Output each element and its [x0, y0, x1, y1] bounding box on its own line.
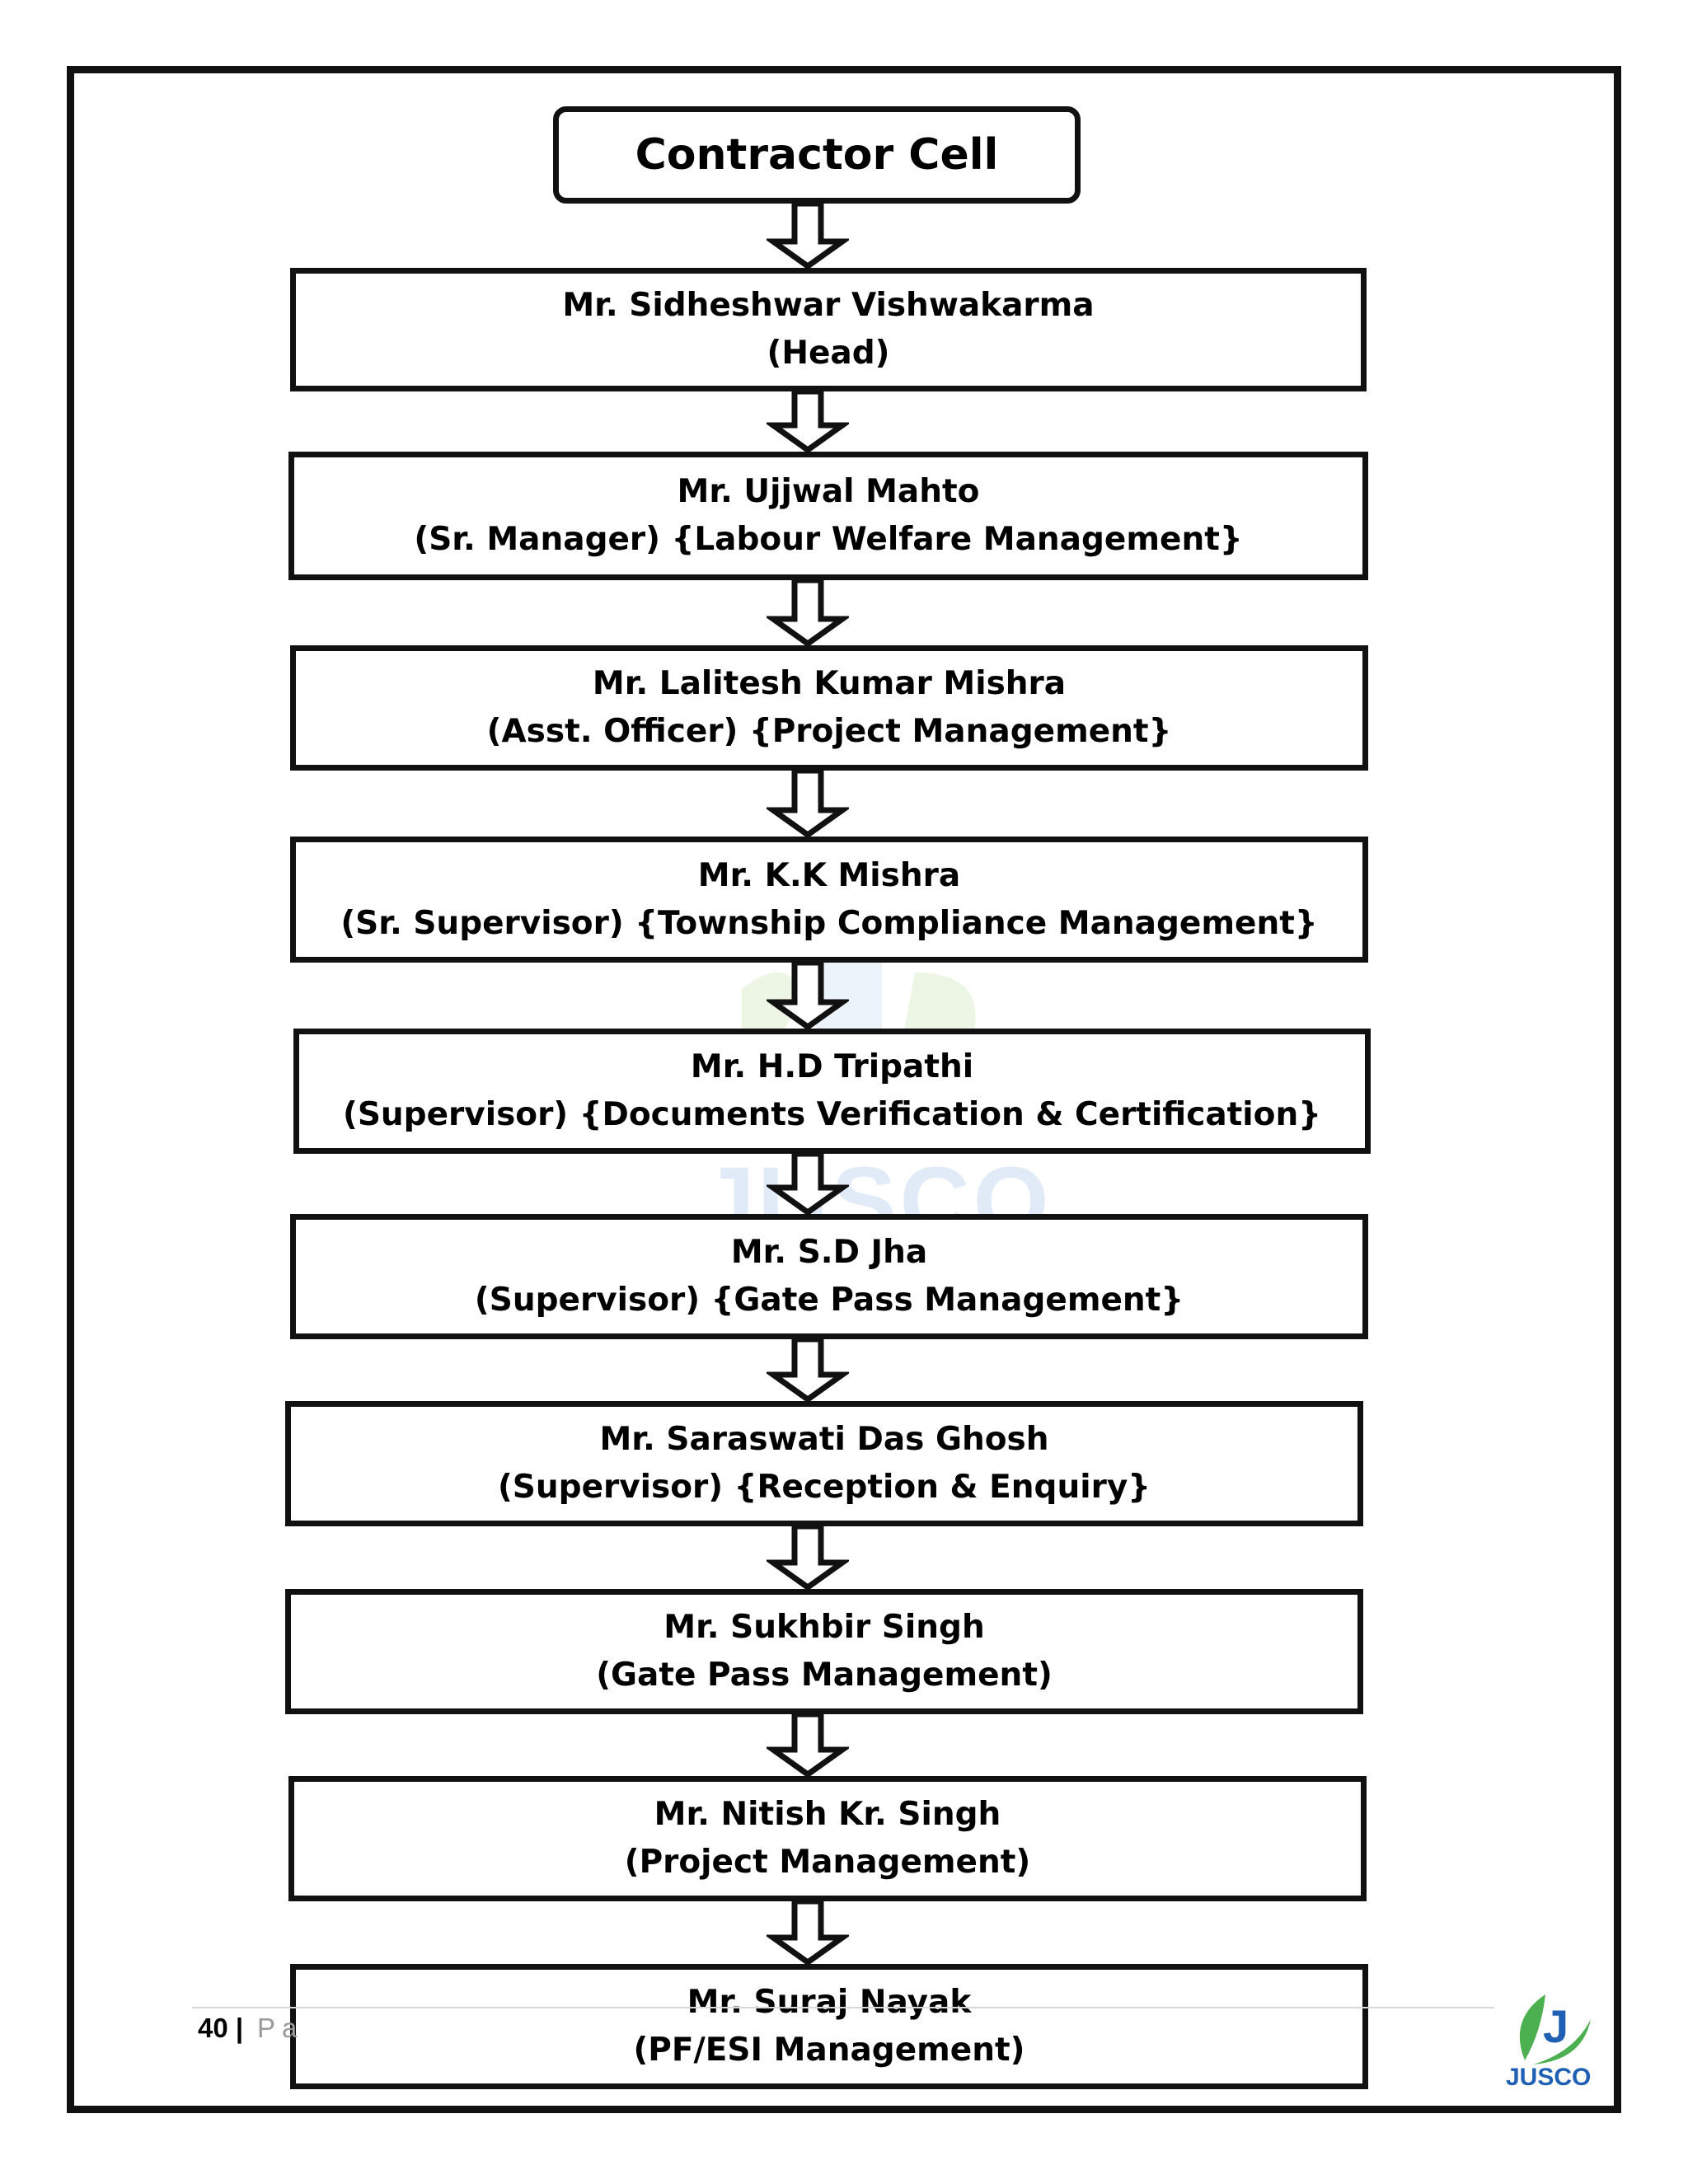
- down-arrow-icon: [767, 771, 849, 837]
- node-role: (Sr. Manager) {Labour Welfare Management…: [414, 521, 1243, 558]
- org-node: Mr. Lalitesh Kumar Mishra (Asst. Officer)…: [290, 645, 1368, 771]
- down-arrow-icon: [767, 1714, 849, 1776]
- down-arrow-icon: [767, 1526, 849, 1589]
- diagram-title: Contractor Cell: [635, 130, 999, 180]
- org-node: Mr. Ujjwal Mahto (Sr. Manager) {Labour We…: [288, 452, 1368, 580]
- node-name: Mr. Lalitesh Kumar Mishra: [592, 665, 1067, 702]
- footer-divider: [192, 2007, 1494, 2008]
- node-role: (Sr. Supervisor) {Township Compliance Ma…: [340, 904, 1318, 942]
- node-role: (PF/ESI Management): [633, 2032, 1025, 2069]
- company-logo: J JUSCO: [1500, 1986, 1607, 2110]
- org-node: Mr. Sukhbir Singh (Gate Pass Management): [285, 1589, 1363, 1714]
- node-role: (Project Management): [624, 1844, 1031, 1881]
- node-role: (Gate Pass Management): [596, 1657, 1053, 1694]
- down-arrow-icon: [767, 391, 849, 452]
- org-node: Mr. Nitish Kr. Singh (Project Management): [288, 1776, 1367, 1901]
- node-name: Mr. K.K Mishra: [697, 856, 961, 894]
- node-name: Mr. H.D Tripathi: [690, 1048, 974, 1085]
- org-node: Mr. Suraj Nayak (PF/ESI Management): [290, 1964, 1368, 2089]
- node-name: Mr. Nitish Kr. Singh: [654, 1796, 1001, 1833]
- logo-text: JUSCO: [1506, 2064, 1592, 2091]
- svg-text:J: J: [1543, 2000, 1568, 2052]
- down-arrow-icon: [767, 963, 849, 1029]
- node-name: Mr. Suraj Nayak: [687, 1984, 972, 2021]
- down-arrow-icon: [767, 580, 849, 645]
- org-node: Mr. S.D Jha (Supervisor) {Gate Pass Manag…: [290, 1214, 1368, 1339]
- org-node: Mr. K.K Mishra (Sr. Supervisor) {Township…: [290, 837, 1368, 963]
- node-role: (Asst. Officer) {Project Management}: [486, 713, 1172, 750]
- node-role: (Supervisor) {Documents Verification & C…: [343, 1096, 1321, 1133]
- org-node: Mr. Saraswati Das Ghosh (Supervisor) {Rec…: [285, 1401, 1363, 1526]
- node-role: (Head): [767, 335, 890, 372]
- node-name: Mr. S.D Jha: [730, 1234, 928, 1271]
- org-node: Mr. H.D Tripathi (Supervisor) {Documents …: [293, 1029, 1371, 1154]
- down-arrow-icon: [767, 1901, 849, 1964]
- org-node: Mr. Sidheshwar Vishwakarma (Head): [290, 268, 1367, 391]
- down-arrow-icon: [767, 204, 849, 268]
- diagram-title-box: Contractor Cell: [553, 106, 1081, 204]
- node-name: Mr. Sidheshwar Vishwakarma: [562, 287, 1095, 324]
- page-number: 40 |: [198, 2013, 244, 2043]
- down-arrow-icon: [767, 1339, 849, 1401]
- node-role: (Supervisor) {Gate Pass Management}: [474, 1282, 1184, 1319]
- down-arrow-icon: [767, 1154, 849, 1214]
- page-label: Pa: [257, 2013, 304, 2043]
- logo-leaf-icon: J: [1519, 1994, 1591, 2064]
- node-name: Mr. Ujjwal Mahto: [677, 473, 980, 510]
- node-name: Mr. Saraswati Das Ghosh: [599, 1421, 1049, 1458]
- node-name: Mr. Sukhbir Singh: [663, 1609, 985, 1646]
- page-frame: [67, 66, 1621, 2113]
- node-role: (Supervisor) {Reception & Enquiry}: [497, 1469, 1151, 1506]
